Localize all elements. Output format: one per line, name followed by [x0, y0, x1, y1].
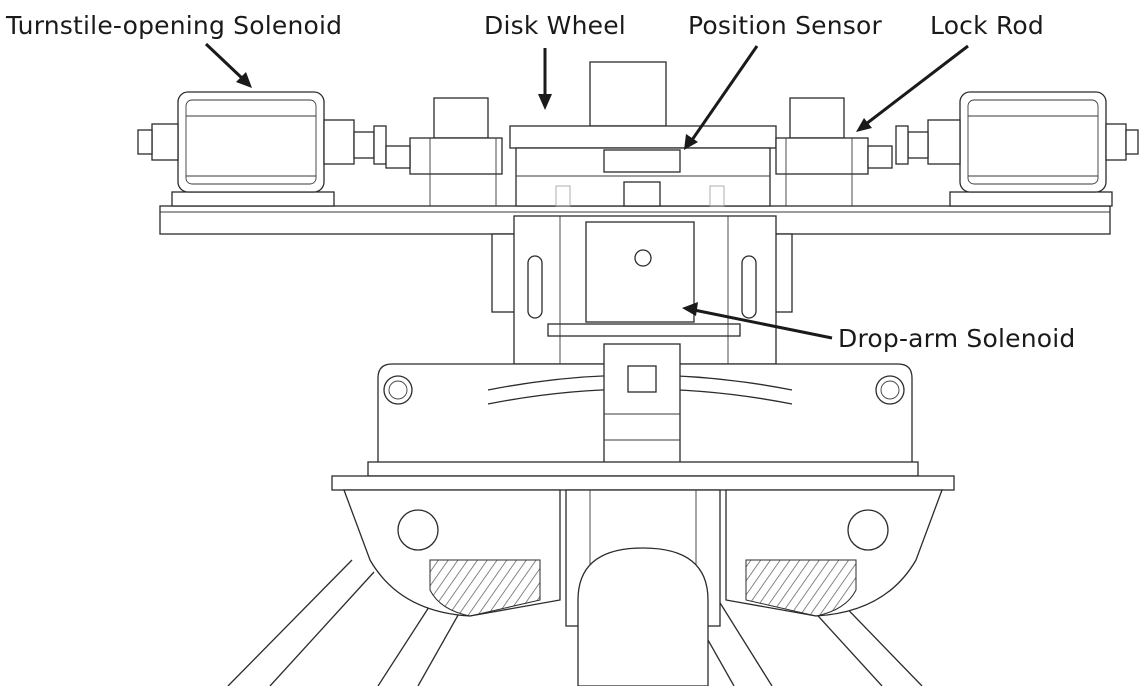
- lock-rod-label: Lock Rod: [930, 11, 1044, 40]
- left-lock-rod-assembly: [385, 97, 503, 206]
- position-sensor-label: Position Sensor: [688, 11, 882, 40]
- left-turnstile-solenoid: [137, 91, 387, 193]
- center-housing: [509, 61, 777, 207]
- disk-wheel-label: Disk Wheel: [484, 11, 626, 40]
- base-shells: [331, 475, 955, 627]
- drop-arm-bracket: [491, 215, 793, 365]
- drop-arm-solenoid-label: Drop-arm Solenoid: [838, 324, 1076, 353]
- leader-arrows: [204, 42, 969, 340]
- right-turnstile-solenoid: [895, 91, 1139, 193]
- lower-body: [367, 343, 919, 485]
- right-lock-rod-assembly: [775, 97, 893, 206]
- central-post: [577, 547, 709, 686]
- turnstile-opening-solenoid-label: Turnstile-opening Solenoid: [6, 11, 343, 40]
